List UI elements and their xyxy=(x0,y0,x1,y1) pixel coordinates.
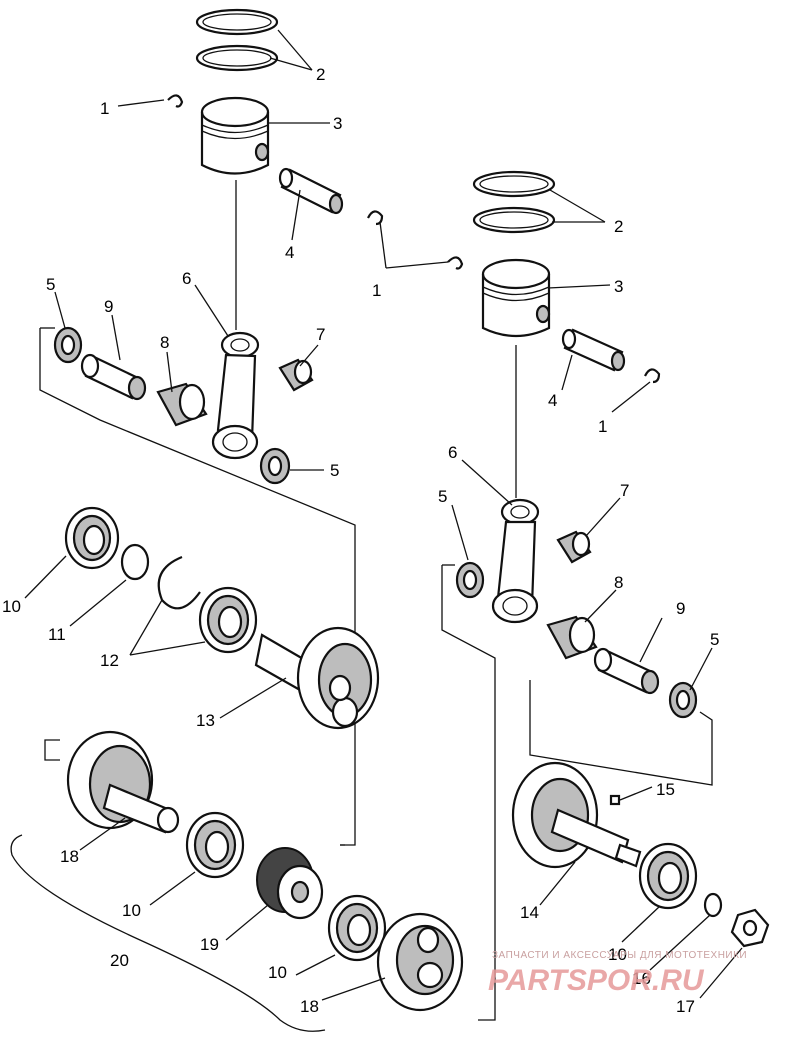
needle-bearing-large-left xyxy=(156,382,208,427)
crank-pin-right xyxy=(593,647,660,695)
main-bearing-right xyxy=(638,842,698,910)
callout-20: 20 xyxy=(110,951,129,970)
needle-bearing-small-right xyxy=(556,530,592,564)
crankshaft-half-13 xyxy=(254,626,380,730)
callout-3-left: 3 xyxy=(333,114,342,133)
callout-3-right: 3 xyxy=(614,277,623,296)
circlip-right-b xyxy=(644,368,661,384)
piston-pin-right xyxy=(561,328,626,372)
crankshaft-half-14 xyxy=(511,761,642,869)
crank-pin-left xyxy=(80,353,147,401)
connecting-rod-left xyxy=(211,331,260,460)
right-crank-assembly xyxy=(511,761,770,948)
callout-11: 11 xyxy=(48,625,66,644)
callout-6-left: 6 xyxy=(182,269,191,288)
callout-2-left: 2 xyxy=(316,65,325,84)
callout-18-a: 18 xyxy=(60,847,79,866)
main-bearing-left-a xyxy=(64,506,120,570)
piston-right xyxy=(481,258,551,338)
leader-lines xyxy=(24,29,743,1001)
thrust-washer-right-a xyxy=(455,561,485,599)
callout-12: 12 xyxy=(100,651,119,670)
callout-4-right: 4 xyxy=(548,391,557,410)
callout-10-left-a: 10 xyxy=(2,597,21,616)
callout-9-right: 9 xyxy=(676,599,685,618)
circlip-right-a xyxy=(447,256,464,270)
callout-1-right-a: 1 xyxy=(372,281,381,300)
thrust-washer-left-a xyxy=(53,326,83,364)
thrust-washer-left-b xyxy=(259,447,291,485)
left-piston-assembly xyxy=(39,8,384,846)
callout-19: 19 xyxy=(200,935,219,954)
left-crank-assembly xyxy=(10,506,464,1032)
watermark: ЗАПЧАСТИ И АКСЕССУАРЫ ДЛЯ МОТОТЕХНИКИ PA… xyxy=(488,950,747,997)
callout-16: 16 xyxy=(632,969,651,988)
circlip-left-a xyxy=(167,94,184,108)
callout-14: 14 xyxy=(520,903,539,922)
callout-5-left-a: 5 xyxy=(46,275,55,294)
callout-10-right: 10 xyxy=(608,945,627,964)
callout-labels: 1 2 3 4 5 9 6 8 7 5 10 11 12 13 18 10 19… xyxy=(2,65,719,1016)
main-bearing-left-c xyxy=(327,894,387,962)
piston-left xyxy=(200,96,270,175)
thrust-washer-right-b xyxy=(668,681,698,719)
connecting-rod-right xyxy=(491,498,540,624)
piston-rings-left xyxy=(195,8,279,72)
right-piston-assembly xyxy=(441,170,713,1021)
main-bearing-left-b xyxy=(185,811,245,879)
callout-13: 13 xyxy=(196,711,215,730)
callout-17: 17 xyxy=(676,997,695,1016)
crankshaft-half-18-lower xyxy=(376,912,464,1012)
piston-rings-right xyxy=(472,170,556,234)
callout-8-right: 8 xyxy=(614,573,623,592)
callout-7-left: 7 xyxy=(316,325,325,344)
callout-5-right-b: 5 xyxy=(710,630,719,649)
needle-bearing-large-right xyxy=(546,615,598,660)
callout-5-right-a: 5 xyxy=(438,487,447,506)
retaining-ring-12 xyxy=(157,555,201,610)
woodruff-key-15 xyxy=(609,794,621,806)
callout-8-left: 8 xyxy=(160,333,169,352)
lock-washer-16 xyxy=(703,892,723,918)
callout-7-right: 7 xyxy=(620,481,629,500)
callout-9-left: 9 xyxy=(104,297,113,316)
watermark-tagline: ЗАПЧАСТИ И АКСЕССУАРЫ ДЛЯ МОТОТЕХНИКИ xyxy=(492,950,747,961)
callout-18-b: 18 xyxy=(300,997,319,1016)
piston-pin-left xyxy=(278,167,344,215)
callout-4-left: 4 xyxy=(285,243,294,262)
labyrinth-seal-19 xyxy=(256,847,324,920)
snap-ring-11 xyxy=(120,543,150,581)
crankshaft-half-18-upper xyxy=(44,730,180,834)
callout-10-left-c: 10 xyxy=(268,963,287,982)
callout-1-right-b: 1 xyxy=(598,417,607,436)
callout-15: 15 xyxy=(656,780,675,799)
needle-bearing-small-left xyxy=(278,358,314,392)
callout-1-left: 1 xyxy=(100,99,109,118)
callout-6-right: 6 xyxy=(448,443,457,462)
callout-5-left-b: 5 xyxy=(330,461,339,480)
circlip-left-b xyxy=(367,210,384,226)
callout-2-right: 2 xyxy=(614,217,623,236)
callout-10-left-b: 10 xyxy=(122,901,141,920)
main-bearing-12 xyxy=(198,586,258,654)
group-brace-20 xyxy=(10,834,326,1032)
watermark-brand: PARTSPOR.RU xyxy=(488,964,705,997)
nut-17 xyxy=(730,908,770,948)
